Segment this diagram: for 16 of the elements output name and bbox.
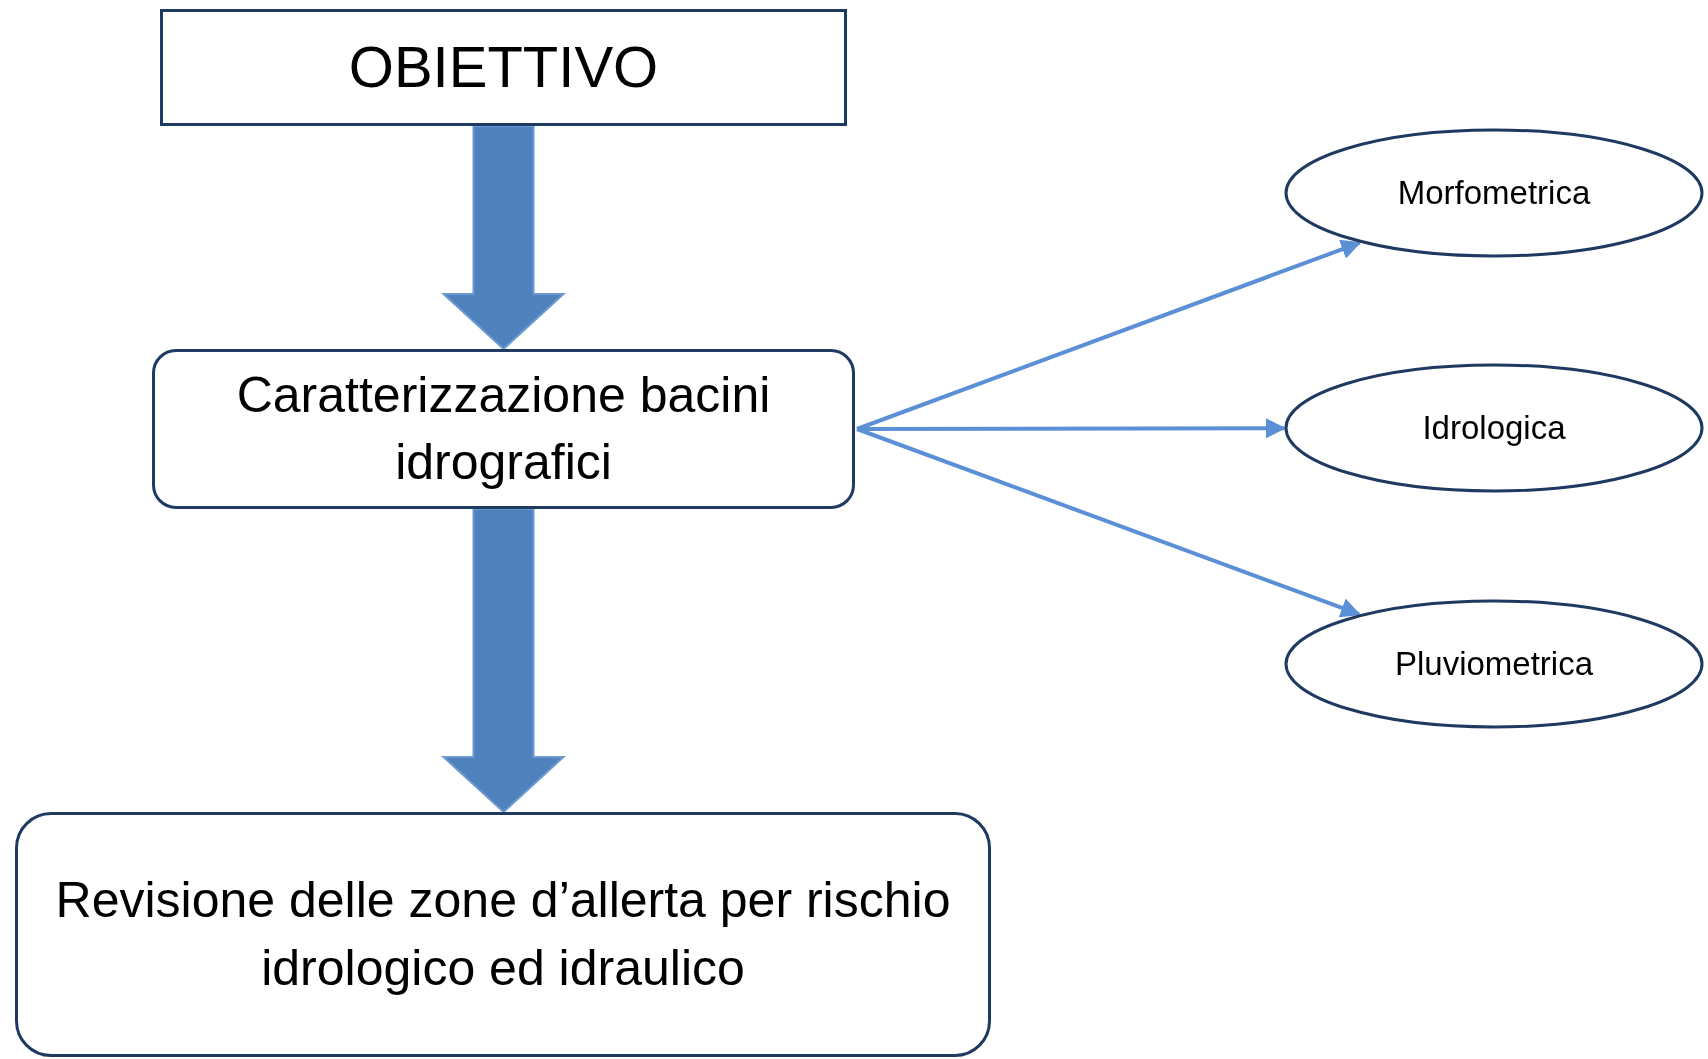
node-label: Caratterizzazione bacini idrografici <box>235 365 772 492</box>
node-label: OBIETTIVO <box>348 33 659 102</box>
process-box <box>15 812 991 1057</box>
node-label: Revisione delle zone d’allerta per rischio idrologico ed idraulico <box>54 871 952 998</box>
block-arrow <box>440 508 567 814</box>
arrow <box>856 427 1361 618</box>
category-ellipse <box>1284 363 1704 493</box>
node-label: Pluviometrica <box>1394 643 1594 684</box>
node-label: Morfometrica <box>1397 172 1591 213</box>
process-box <box>160 9 847 126</box>
node-label: Idrologica <box>1422 407 1566 448</box>
process-box <box>152 349 855 509</box>
category-ellipse <box>1284 128 1704 258</box>
block-arrow <box>440 125 567 351</box>
arrow <box>856 239 1362 431</box>
category-ellipse <box>1284 599 1704 729</box>
